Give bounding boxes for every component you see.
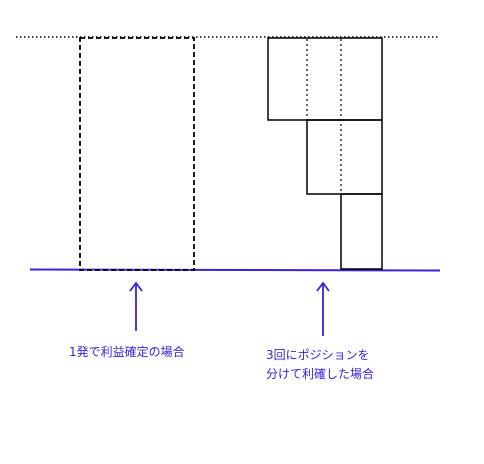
single-exit-caption: 1発で利益確定の場合 xyxy=(69,345,185,359)
split-exit-caption-line-2: 分けて利確した場合 xyxy=(266,367,375,381)
single-exit-block xyxy=(79,37,195,271)
split-exit-caption: 3回にポジションを 分けて利確した場合 xyxy=(266,346,374,384)
split-exit-block-2 xyxy=(306,119,383,195)
single-exit-arrow xyxy=(129,281,143,331)
split-exit-block-3 xyxy=(340,193,383,270)
split-exit-block-1 xyxy=(267,37,383,121)
split-exit-arrow xyxy=(316,281,330,336)
split-exit-caption-line-1: 3回にポジションを xyxy=(266,348,370,362)
